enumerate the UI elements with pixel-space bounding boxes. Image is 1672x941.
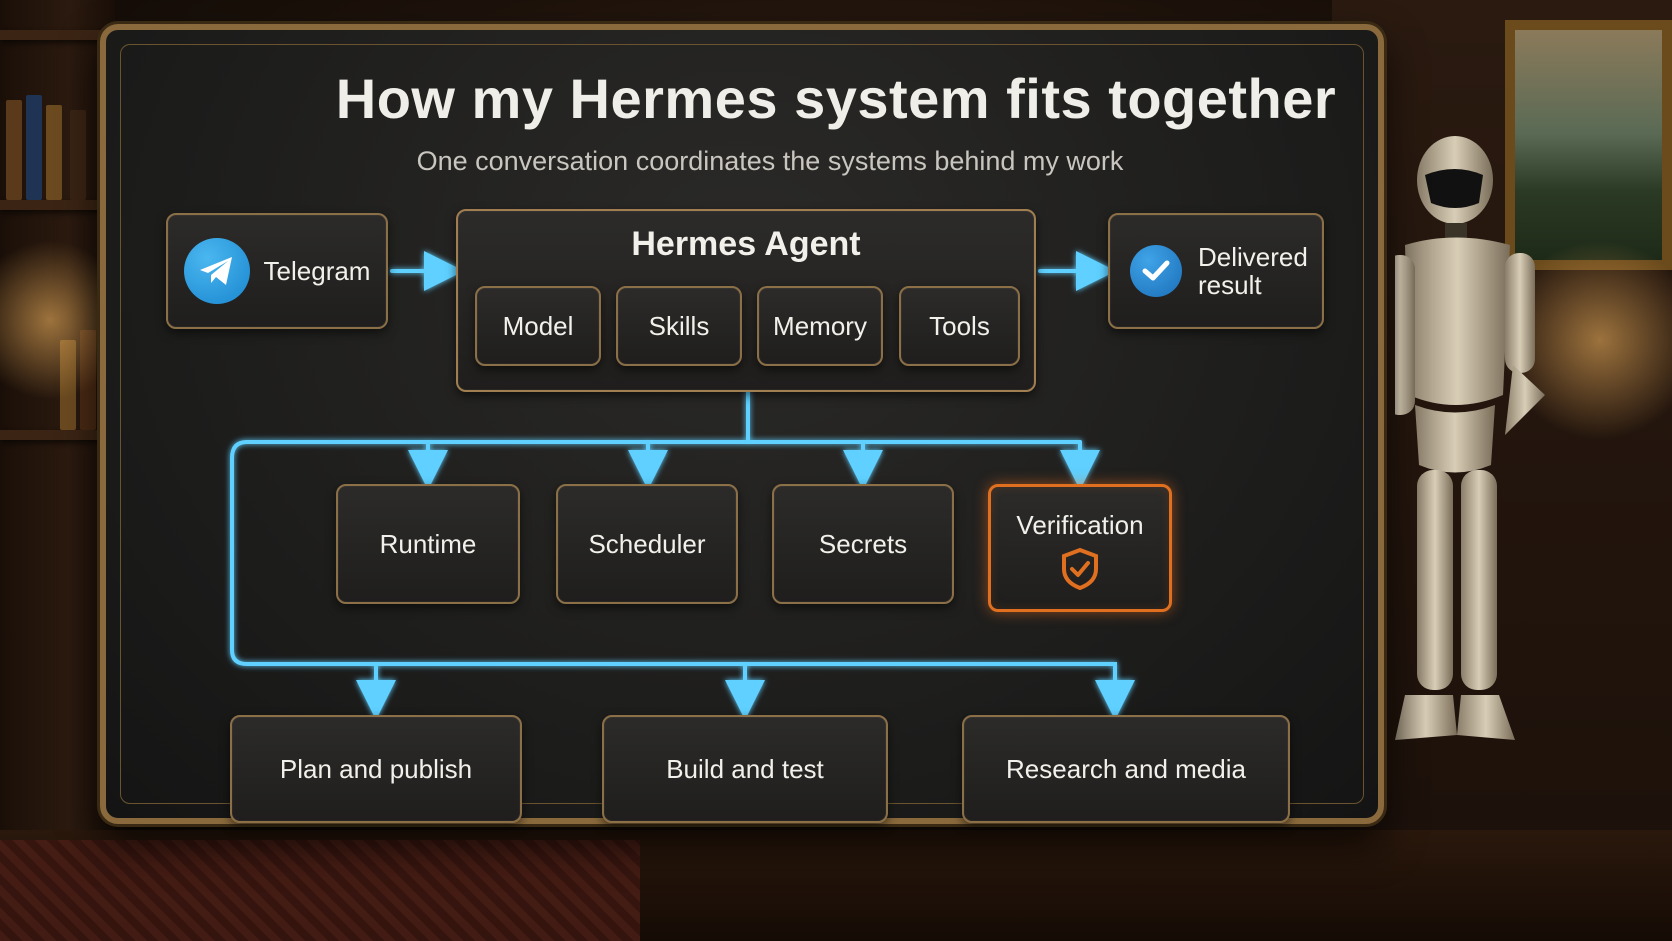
- component-model-label: Model: [502, 310, 574, 341]
- workflow-plan-publish[interactable]: Plan and publish: [230, 715, 522, 823]
- delivered-label-line2: result: [1198, 270, 1262, 300]
- hermes-agent-title: Hermes Agent: [631, 225, 861, 263]
- diagram-title: How my Hermes system fits together: [335, 67, 1337, 130]
- check-icon: [1130, 245, 1182, 297]
- delivered-result-box[interactable]: Delivered result: [1108, 213, 1324, 329]
- service-verification-label: Verification: [1016, 509, 1144, 540]
- shield-check-icon: [1062, 547, 1098, 590]
- workflow-build-test-label: Build and test: [666, 753, 824, 784]
- component-model[interactable]: Model: [475, 286, 601, 366]
- bookshelf: [0, 0, 115, 941]
- service-secrets[interactable]: Secrets: [772, 484, 954, 604]
- telegram-box[interactable]: Telegram: [166, 213, 388, 329]
- workflow-research-media-label: Research and media: [1006, 753, 1246, 784]
- diagram-subtitle: One conversation coordinates the systems…: [416, 146, 1124, 176]
- service-runtime[interactable]: Runtime: [336, 484, 520, 604]
- service-scheduler-label: Scheduler: [588, 528, 706, 559]
- telegram-label: Telegram: [263, 255, 371, 286]
- rug: [0, 840, 640, 941]
- robot-figure: [1395, 136, 1545, 740]
- workflow-build-test[interactable]: Build and test: [602, 715, 888, 823]
- component-tools[interactable]: Tools: [899, 286, 1020, 366]
- delivered-label-line1: Delivered: [1198, 242, 1308, 272]
- service-verification[interactable]: Verification: [988, 484, 1172, 612]
- landscape-painting: [1505, 20, 1672, 270]
- workflow-research-media[interactable]: Research and media: [962, 715, 1290, 823]
- component-memory[interactable]: Memory: [757, 286, 883, 366]
- telegram-icon: [183, 238, 250, 304]
- component-memory-label: Memory: [773, 310, 867, 341]
- workflow-plan-publish-label: Plan and publish: [279, 753, 473, 784]
- service-runtime-label: Runtime: [379, 528, 477, 559]
- service-secrets-label: Secrets: [818, 528, 908, 559]
- component-skills-label: Skills: [648, 310, 710, 341]
- component-skills[interactable]: Skills: [616, 286, 742, 366]
- service-scheduler[interactable]: Scheduler: [556, 484, 738, 604]
- diagram-board: [100, 24, 1384, 824]
- component-tools-label: Tools: [929, 310, 990, 341]
